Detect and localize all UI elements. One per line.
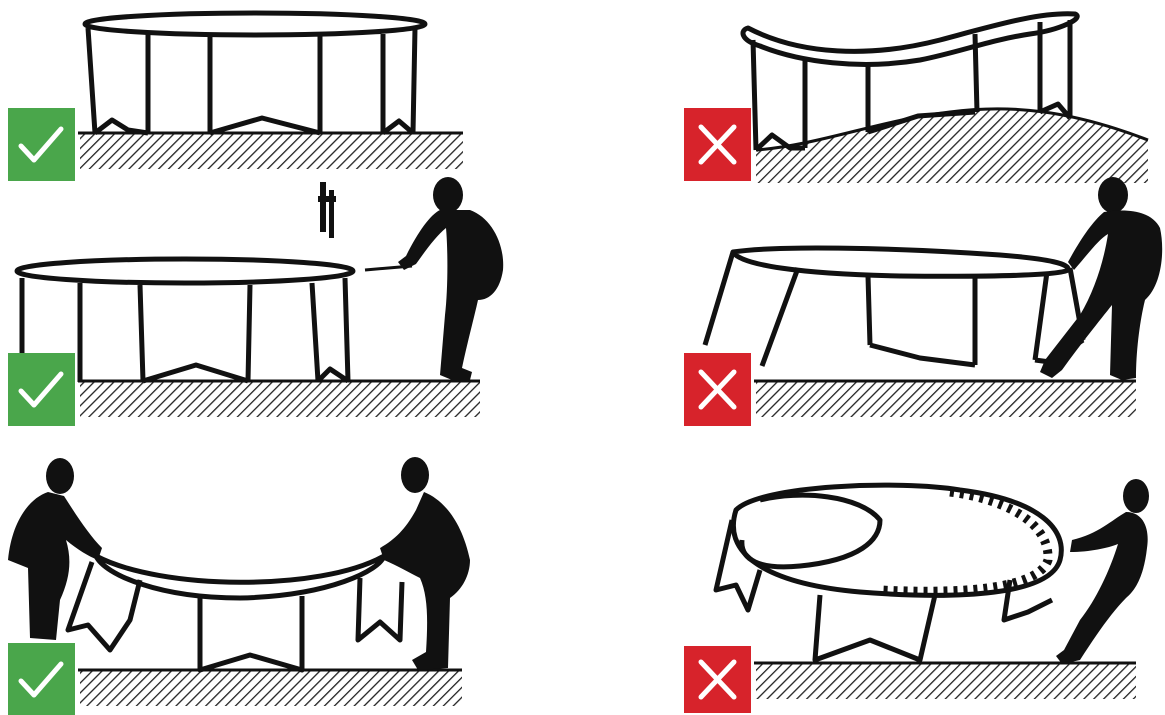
- check-badge: [8, 353, 75, 426]
- ground-hatch: [756, 381, 1136, 417]
- trampoline-frame: [85, 13, 425, 133]
- panel-two-person-lifting: [8, 457, 470, 715]
- cross-badge: [684, 646, 751, 713]
- ground-hatch: [80, 381, 480, 417]
- trampoline-frame: [68, 556, 402, 670]
- ground-hatch: [80, 670, 462, 706]
- ground-hatch: [756, 663, 1136, 699]
- check-badge: [8, 643, 75, 715]
- panel-level-ground: [8, 13, 463, 181]
- cross-badge: [684, 108, 751, 181]
- person-silhouette: [1056, 479, 1149, 664]
- person-silhouette-right: [380, 457, 470, 670]
- person-silhouette: [1040, 177, 1162, 380]
- panel-one-person-lifting: [684, 177, 1162, 426]
- panel-uneven-ground: [684, 14, 1148, 183]
- panel-dragging-by-pad: [684, 479, 1149, 713]
- cross-badge: [684, 353, 751, 426]
- person-silhouette-left: [8, 458, 102, 640]
- check-badge: [8, 108, 75, 181]
- trampoline-frame: [705, 248, 1083, 366]
- anchor-stakes: [318, 182, 336, 238]
- person-silhouette: [398, 177, 503, 380]
- trampoline-frame: [716, 485, 1061, 660]
- panel-hammer-stakes: [8, 177, 503, 426]
- ground-hatch: [80, 133, 463, 169]
